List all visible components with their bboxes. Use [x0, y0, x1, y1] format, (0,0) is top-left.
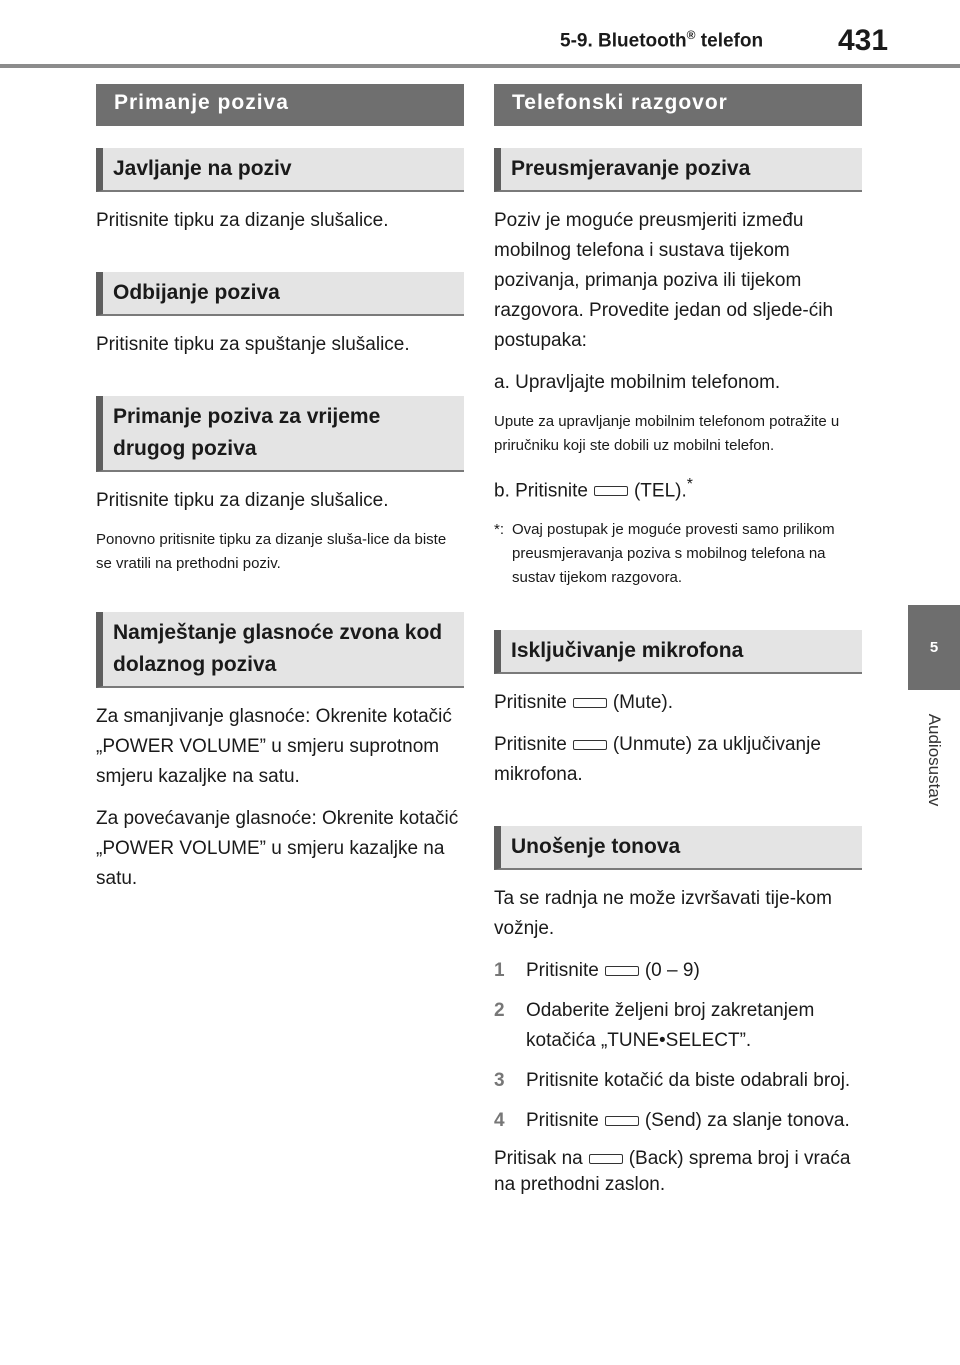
- send-button-icon: [604, 1116, 639, 1127]
- unmute-button-icon: [572, 740, 607, 751]
- chapter-tab: 5: [908, 605, 960, 690]
- transfer-text: Poziv je moguće preusmjeriti između mobi…: [494, 210, 834, 351]
- section-heading-conversation: Telefonski razgovor: [494, 84, 862, 126]
- subheading-answer: Javljanje na poziv: [96, 148, 464, 192]
- left-column: Primanje poziva Javljanje na poziv Priti…: [96, 84, 464, 906]
- waiting-text: Pritisnite tipku za dizanje slušalice.: [96, 490, 389, 511]
- subheading-reject: Odbijanje poziva: [96, 272, 464, 316]
- unmute-text: Pritisnite(Unmute) za uključivanje mikro…: [494, 734, 821, 786]
- subheading-tones: Unošenje tonova: [494, 826, 862, 871]
- chapter-label: Audiosustav: [925, 713, 944, 807]
- digit-button-icon: [604, 966, 639, 977]
- transfer-option-a: a. Upravljajte mobilnim telefonom.: [494, 372, 781, 393]
- tel-button-icon: [593, 486, 628, 497]
- running-header: 5-9. Bluetooth® telefon: [560, 28, 764, 52]
- subheading-transfer: Preusmjeravanje poziva: [494, 148, 862, 192]
- page-number: 431: [838, 24, 889, 57]
- ringer-decrease: Za smanjivanje glasnoće: Okrenite kotači…: [96, 706, 452, 787]
- right-column: Telefonski razgovor Preusmjeravanje pozi…: [494, 84, 862, 1210]
- header-rule: [0, 64, 960, 68]
- tones-intro: Ta se radnja ne može izvršavati tije-kom…: [494, 888, 832, 940]
- waiting-note: Ponovno pritisnite tipku za dizanje sluš…: [96, 531, 447, 572]
- subheading-ringer: Namještanje glasnoće zvona kod dolaznog …: [96, 612, 464, 688]
- ringer-increase: Za povećavanje glasnoće: Okrenite kotači…: [96, 808, 459, 889]
- mute-button-icon: [572, 698, 607, 709]
- tones-back-text: Pritisak na(Back) sprema broj i vraća na…: [494, 1148, 851, 1196]
- transfer-option-b: b. Pritisnite(TEL).*: [494, 476, 693, 502]
- reject-text: Pritisnite tipku za spuštanje slušalice.: [96, 334, 410, 355]
- subheading-waiting: Primanje poziva za vrijeme drugog poziva: [96, 396, 464, 472]
- subheading-mute: Isključivanje mikrofona: [494, 630, 862, 675]
- answer-text: Pritisnite tipku za dizanje slušalice.: [96, 210, 389, 231]
- section-heading-receiving: Primanje poziva: [96, 84, 464, 126]
- back-button-icon: [588, 1154, 623, 1165]
- transfer-footnote: *:Ovaj postupak je moguće provesti samo …: [494, 521, 835, 587]
- mute-text: Pritisnite(Mute).: [494, 692, 674, 714]
- transfer-option-a-note: Upute za upravljanje mobilnim telefonom …: [494, 413, 840, 454]
